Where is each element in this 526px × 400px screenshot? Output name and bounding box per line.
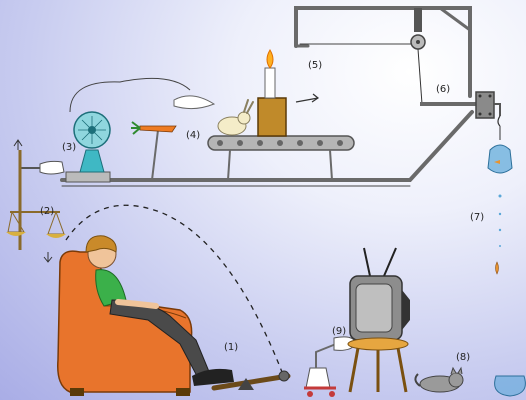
fan: [65, 111, 111, 183]
pulley: [410, 8, 426, 105]
stool: [347, 337, 409, 393]
man: [85, 235, 234, 386]
fish-bag: [487, 126, 513, 174]
fishbowl: [494, 375, 526, 397]
step-label-3: (3): [62, 142, 76, 153]
step-label-1: (1): [224, 342, 238, 353]
balance-scale: [6, 139, 66, 263]
step-label-7: (7): [470, 212, 484, 223]
falling-fish: [495, 261, 499, 275]
step-label-2: (2): [40, 206, 54, 217]
tv: [349, 247, 410, 341]
rabbit: [217, 99, 254, 136]
hanging-cloth: [69, 77, 216, 113]
step-label-6: (6): [436, 84, 450, 95]
conveyor-belt: [207, 135, 355, 181]
step-label-9: (9): [332, 326, 346, 337]
ball-trajectory: [65, 204, 283, 373]
glove-hand: [20, 160, 65, 175]
gantry-frame: [294, 6, 472, 98]
step-label-4: (4): [186, 130, 200, 141]
step-label-8: (8): [456, 352, 470, 363]
main-pipe: [60, 110, 474, 187]
step-label-5: (5): [308, 60, 322, 71]
lever: [211, 370, 291, 391]
motion-arrow: [295, 93, 320, 103]
water-drip: [498, 194, 502, 247]
junction-box: [420, 91, 501, 127]
cat: [414, 366, 464, 393]
roller-skate: [304, 336, 357, 397]
carrot: [131, 121, 177, 135]
candle-box: [257, 49, 287, 137]
